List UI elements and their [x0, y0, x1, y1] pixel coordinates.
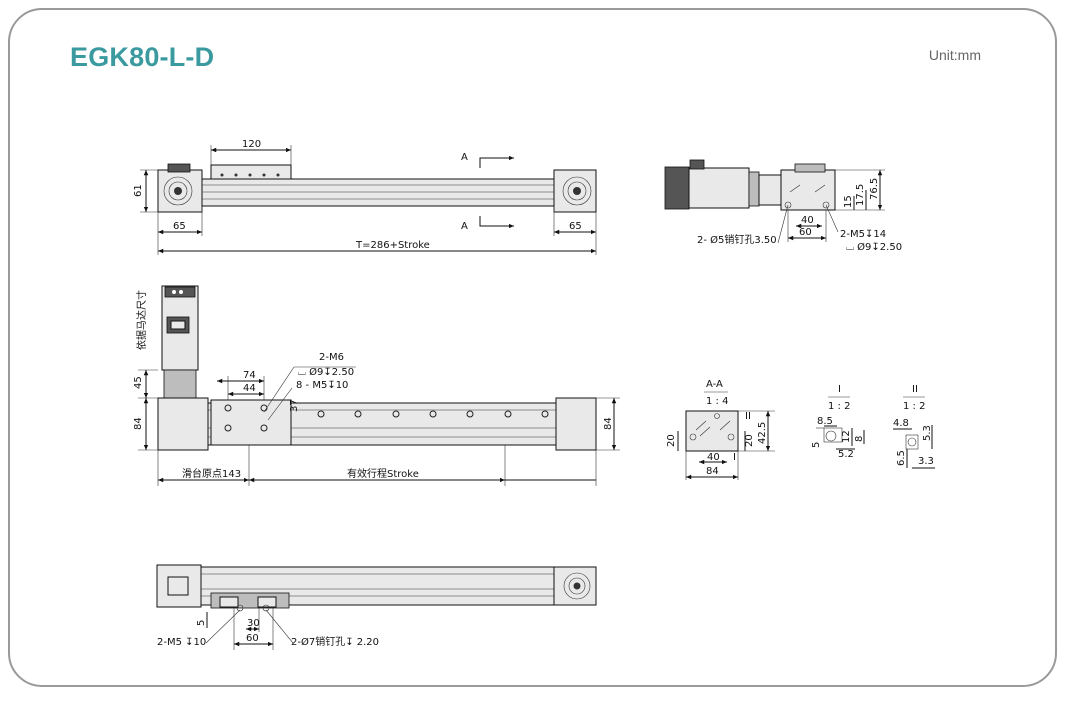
- dim-i-12: 12: [841, 430, 852, 443]
- dim-aa-40: 40: [707, 452, 720, 463]
- left-pulley-inner: [168, 181, 188, 201]
- dim-side-60: 60: [799, 227, 812, 238]
- section-aa-title: A-A: [706, 379, 723, 390]
- bottom-view: 5 30 60 2-M5 ↧10 2-Ø7销钉孔↧ 2.20: [156, 564, 597, 650]
- dim-i-5-2: 5.2: [838, 449, 854, 460]
- dim-aa-20-left: 20: [666, 434, 677, 447]
- left-pulley-hub: [174, 187, 182, 195]
- dim-45: 45: [133, 376, 144, 389]
- rail-holes: [317, 410, 549, 418]
- dim-bottom-60: 60: [246, 633, 259, 644]
- dim-i-5: 5: [811, 442, 822, 448]
- dim-side-40: 40: [801, 215, 814, 226]
- dim-total: T=286+Stroke: [355, 240, 430, 251]
- motor-body: [688, 167, 750, 209]
- front-view: 依据马达尺寸 45 84 84 74: [133, 285, 620, 486]
- section-mark-i: I: [733, 452, 736, 463]
- model-title: EGK80-L-D: [70, 42, 215, 72]
- detail-ii-title: II: [912, 384, 918, 395]
- bottom-pin-note: 2-Ø7销钉孔↧ 2.20: [291, 635, 379, 648]
- dim-84-left: 84: [133, 417, 144, 430]
- motor-rear: [664, 166, 690, 210]
- bottom-tap-note: 2-M5 ↧10: [157, 637, 206, 648]
- slide-origin-label: 滑台原点143: [182, 467, 241, 480]
- dim-74: 74: [243, 370, 256, 381]
- left-pulley-outer: [163, 176, 193, 206]
- dim-ii-5-3: 5.3: [922, 425, 933, 441]
- detail-i-scale: 1 : 2: [828, 401, 850, 412]
- section-aa: A-A 1 : 4 II I 20 20 42.5 40 84: [666, 379, 775, 480]
- dim-aa-20-right: 20: [744, 434, 755, 447]
- dim-65-left: 65: [173, 221, 186, 232]
- dim-i-8: 8: [854, 436, 865, 442]
- side-view: 76.5 17.5 15 40 60 2- Ø5销钉孔3.50 2-M5↧14 …: [664, 159, 902, 253]
- dim-65-right: 65: [569, 221, 582, 232]
- section-a-top-label: A: [461, 152, 468, 163]
- dim-aa-84: 84: [706, 466, 719, 477]
- detail-i: I 1 : 2 8.5 5 12 8 5.2: [811, 384, 865, 460]
- motor-connector: [167, 163, 191, 173]
- dim-17-5: 17.5: [855, 184, 866, 206]
- dim-37: 37: [289, 399, 300, 412]
- section-aa-profile: [685, 410, 739, 452]
- counterbore-m6-note: ⌴ Ø9↧2.50: [298, 366, 354, 378]
- dim-44: 44: [243, 383, 256, 394]
- dim-76-5: 76.5: [869, 178, 880, 200]
- dim-15: 15: [843, 195, 854, 208]
- motor-size-label: 依据马达尺寸: [135, 290, 148, 350]
- detail-i-title: I: [838, 384, 841, 395]
- section-aa-scale: 1 : 4: [706, 396, 728, 407]
- dim-aa-42-5: 42.5: [757, 422, 768, 444]
- right-end-housing: [555, 397, 597, 451]
- left-end-housing: [157, 397, 209, 451]
- tap-note-m5-14: 2-M5↧14: [840, 229, 886, 240]
- tap-m5-10-note: 8 - M5↧10: [296, 380, 348, 391]
- dim-ii-3-3: 3.3: [918, 456, 934, 467]
- dim-61: 61: [133, 184, 144, 197]
- counterbore-note: ⌴ Ø9↧2.50: [846, 241, 902, 253]
- tap-m6-note: 2-M6: [319, 352, 344, 363]
- carriage-holes: [220, 173, 280, 177]
- dim-ii-6-5: 6.5: [896, 450, 907, 466]
- side-housing: [780, 169, 836, 211]
- dim-bottom-5: 5: [196, 620, 207, 626]
- pin-hole-note: 2- Ø5销钉孔3.50: [697, 233, 777, 246]
- dim-i-8-5: 8.5: [817, 416, 833, 427]
- dim-bottom-30: 30: [247, 618, 260, 629]
- dim-120: 120: [242, 139, 261, 150]
- dim-ii-4-8: 4.8: [893, 418, 909, 429]
- detail-ii-scale: 1 : 2: [903, 401, 925, 412]
- dim-84-right: 84: [603, 417, 614, 430]
- unit-label: Unit:mm: [928, 47, 981, 63]
- rail-body: [201, 178, 555, 207]
- detail-ii: II 1 : 2 4.8 5.3 6.5 3.3: [893, 384, 935, 469]
- effective-stroke-label: 有效行程Stroke: [347, 467, 419, 480]
- section-a-bottom-label: A: [461, 221, 468, 232]
- top-view: A A 120 61 65 65 T=286+Stroke: [133, 139, 597, 255]
- section-mark-ii: II: [745, 411, 751, 422]
- slide-carriage: [210, 399, 292, 446]
